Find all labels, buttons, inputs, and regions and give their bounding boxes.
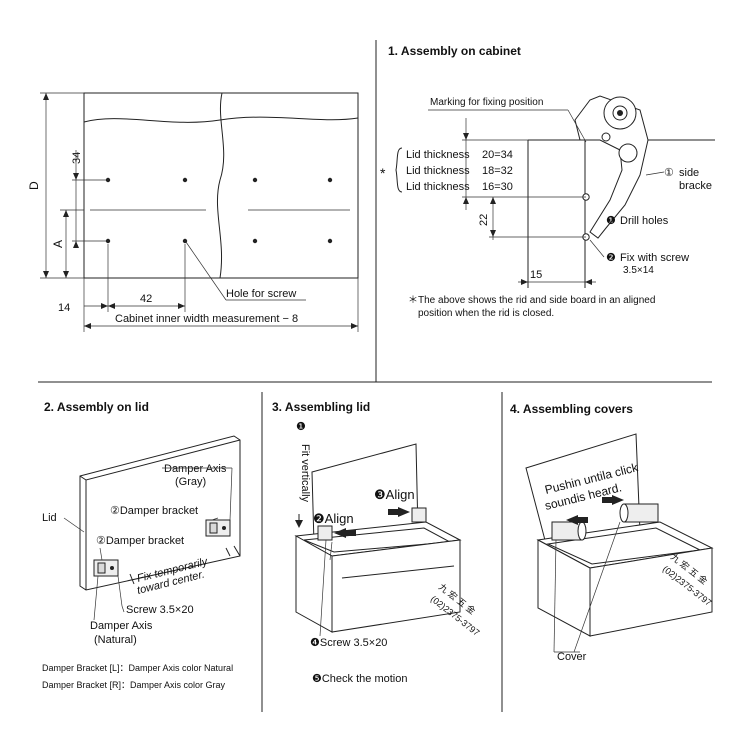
damper-bracket-right <box>205 519 231 537</box>
screw-label: Screw 3.5×20 <box>126 604 194 616</box>
screw-step-4: ❹Screw 3.5×20 <box>310 637 387 649</box>
push-arrow-right <box>612 495 624 505</box>
lid-thickness-18-label: Lid thickness <box>406 165 470 177</box>
marking-label: Marking for fixing position <box>430 97 543 108</box>
screw-hole <box>327 238 333 244</box>
screw-hole <box>252 177 258 183</box>
section-dividers <box>38 40 712 712</box>
push-arrow-left <box>566 515 578 525</box>
check-motion-step-5: ❺Check the motion <box>312 673 407 685</box>
damper-axis-natural-label-1: Damper Axis <box>90 620 153 632</box>
side-bracket-label-2: bracke <box>679 180 712 192</box>
screw-holes <box>105 177 333 244</box>
cabinet-width-label: Cabinet inner width measurement − 8 <box>115 313 298 325</box>
damper-axis-gray-label-2: (Gray) <box>175 476 206 488</box>
left-hinge <box>317 525 333 541</box>
cover-box-front <box>589 547 713 637</box>
step-1-num: ❶ <box>296 421 306 433</box>
screw-hole <box>252 238 258 244</box>
alignment-note-2: position when the rid is closed. <box>418 308 554 319</box>
cover-right <box>619 503 659 523</box>
drill-holes-label: Drill holes <box>620 215 669 227</box>
dim-14-label: 14 <box>58 302 70 314</box>
damper-bracket-left <box>93 559 119 577</box>
cabinet-hinge-diagram: Marking for fixing position * Lid thickn… <box>380 95 715 319</box>
dim-A-label: A <box>51 240 65 248</box>
legend-line-1: Damper Bracket [L]：Damper Axis color Nat… <box>42 663 233 673</box>
hole-leader-line <box>185 241 227 301</box>
alignment-note-1: ＊The above shows the rid and side board … <box>408 295 655 306</box>
dim-22-label: 22 <box>478 214 490 226</box>
damper-axis-natural-label-2: (Natural) <box>94 634 137 646</box>
lid-thickness-20-label: Lid thickness <box>406 149 470 161</box>
lid-label: Lid <box>42 512 57 524</box>
dim-34-label: 34 <box>71 152 83 164</box>
hole-for-screw-label: Hole for screw <box>226 288 296 300</box>
fix-screw-num: ❷ <box>606 252 616 264</box>
fix-screw-label: Fix with screw <box>620 252 689 264</box>
cover-label: Cover <box>557 651 587 663</box>
break-line-vertical <box>217 92 225 279</box>
right-hinge <box>411 507 427 523</box>
dim-42-label: 42 <box>140 293 152 305</box>
drill-holes-num: ❶ <box>606 215 616 227</box>
thickness-brace <box>395 147 403 193</box>
screw-hole <box>327 177 333 183</box>
side-bracket-num: ① <box>664 167 674 179</box>
lid-thickness-16-value: 16=30 <box>482 181 513 193</box>
damper-axis-gray-label-1: Damper Axis <box>164 463 227 475</box>
align-arrow-right <box>398 507 410 517</box>
lid-assembly-diagram: Lid Damper Axis (Gray) ②Damper bracket ②… <box>42 435 241 690</box>
lid-panel-outline <box>83 92 359 279</box>
legend-line-2: Damper Bracket [R]：Damper Axis color Gra… <box>42 680 226 690</box>
hinge-pivot <box>618 143 638 163</box>
screw-hole <box>182 177 188 183</box>
cabinet-layout-diagram: D A 34 14 42 Cabinet inner width measure… <box>27 92 359 332</box>
break-line-top <box>83 116 359 123</box>
align-step-2: ❷Align <box>313 511 354 526</box>
damper-bracket-label-upper: ②Damper bracket <box>110 505 198 517</box>
dim-15-label: 15 <box>530 269 542 281</box>
align-arrow-left <box>334 528 346 538</box>
fix-screw-spec: 3.5×14 <box>623 265 654 276</box>
damper-bracket-label-lower: ②Damper bracket <box>96 535 184 547</box>
asterisk-mark: * <box>380 165 386 181</box>
cover-left <box>551 521 587 541</box>
step-1-label: Fit vertically <box>299 444 311 503</box>
section-3-title: 3. Assembling lid <box>272 400 370 414</box>
section-4-title: 4. Assembling covers <box>510 402 633 416</box>
side-bracket-label-1: side <box>679 167 699 179</box>
lid-thickness-20-value: 20=34 <box>482 149 513 161</box>
cover-assembly-diagram: Pushin untila click soundis heard. 九 宏 五… <box>525 433 714 663</box>
section-1-title: 1. Assembly on cabinet <box>388 44 521 58</box>
lid-mounting-diagram: ❶ Fit vertically ❷Align ❸Align 九 宏 五 金 (… <box>294 421 481 685</box>
dim-D-label: D <box>27 181 41 190</box>
lid-thickness-16-label: Lid thickness <box>406 181 470 193</box>
screw-hole <box>105 238 111 244</box>
align-step-3: ❸Align <box>374 487 415 502</box>
box-front <box>331 539 461 633</box>
section-2-title: 2. Assembly on lid <box>44 400 149 414</box>
screw-hole <box>105 177 111 183</box>
lid-thickness-18-value: 18=32 <box>482 165 513 177</box>
